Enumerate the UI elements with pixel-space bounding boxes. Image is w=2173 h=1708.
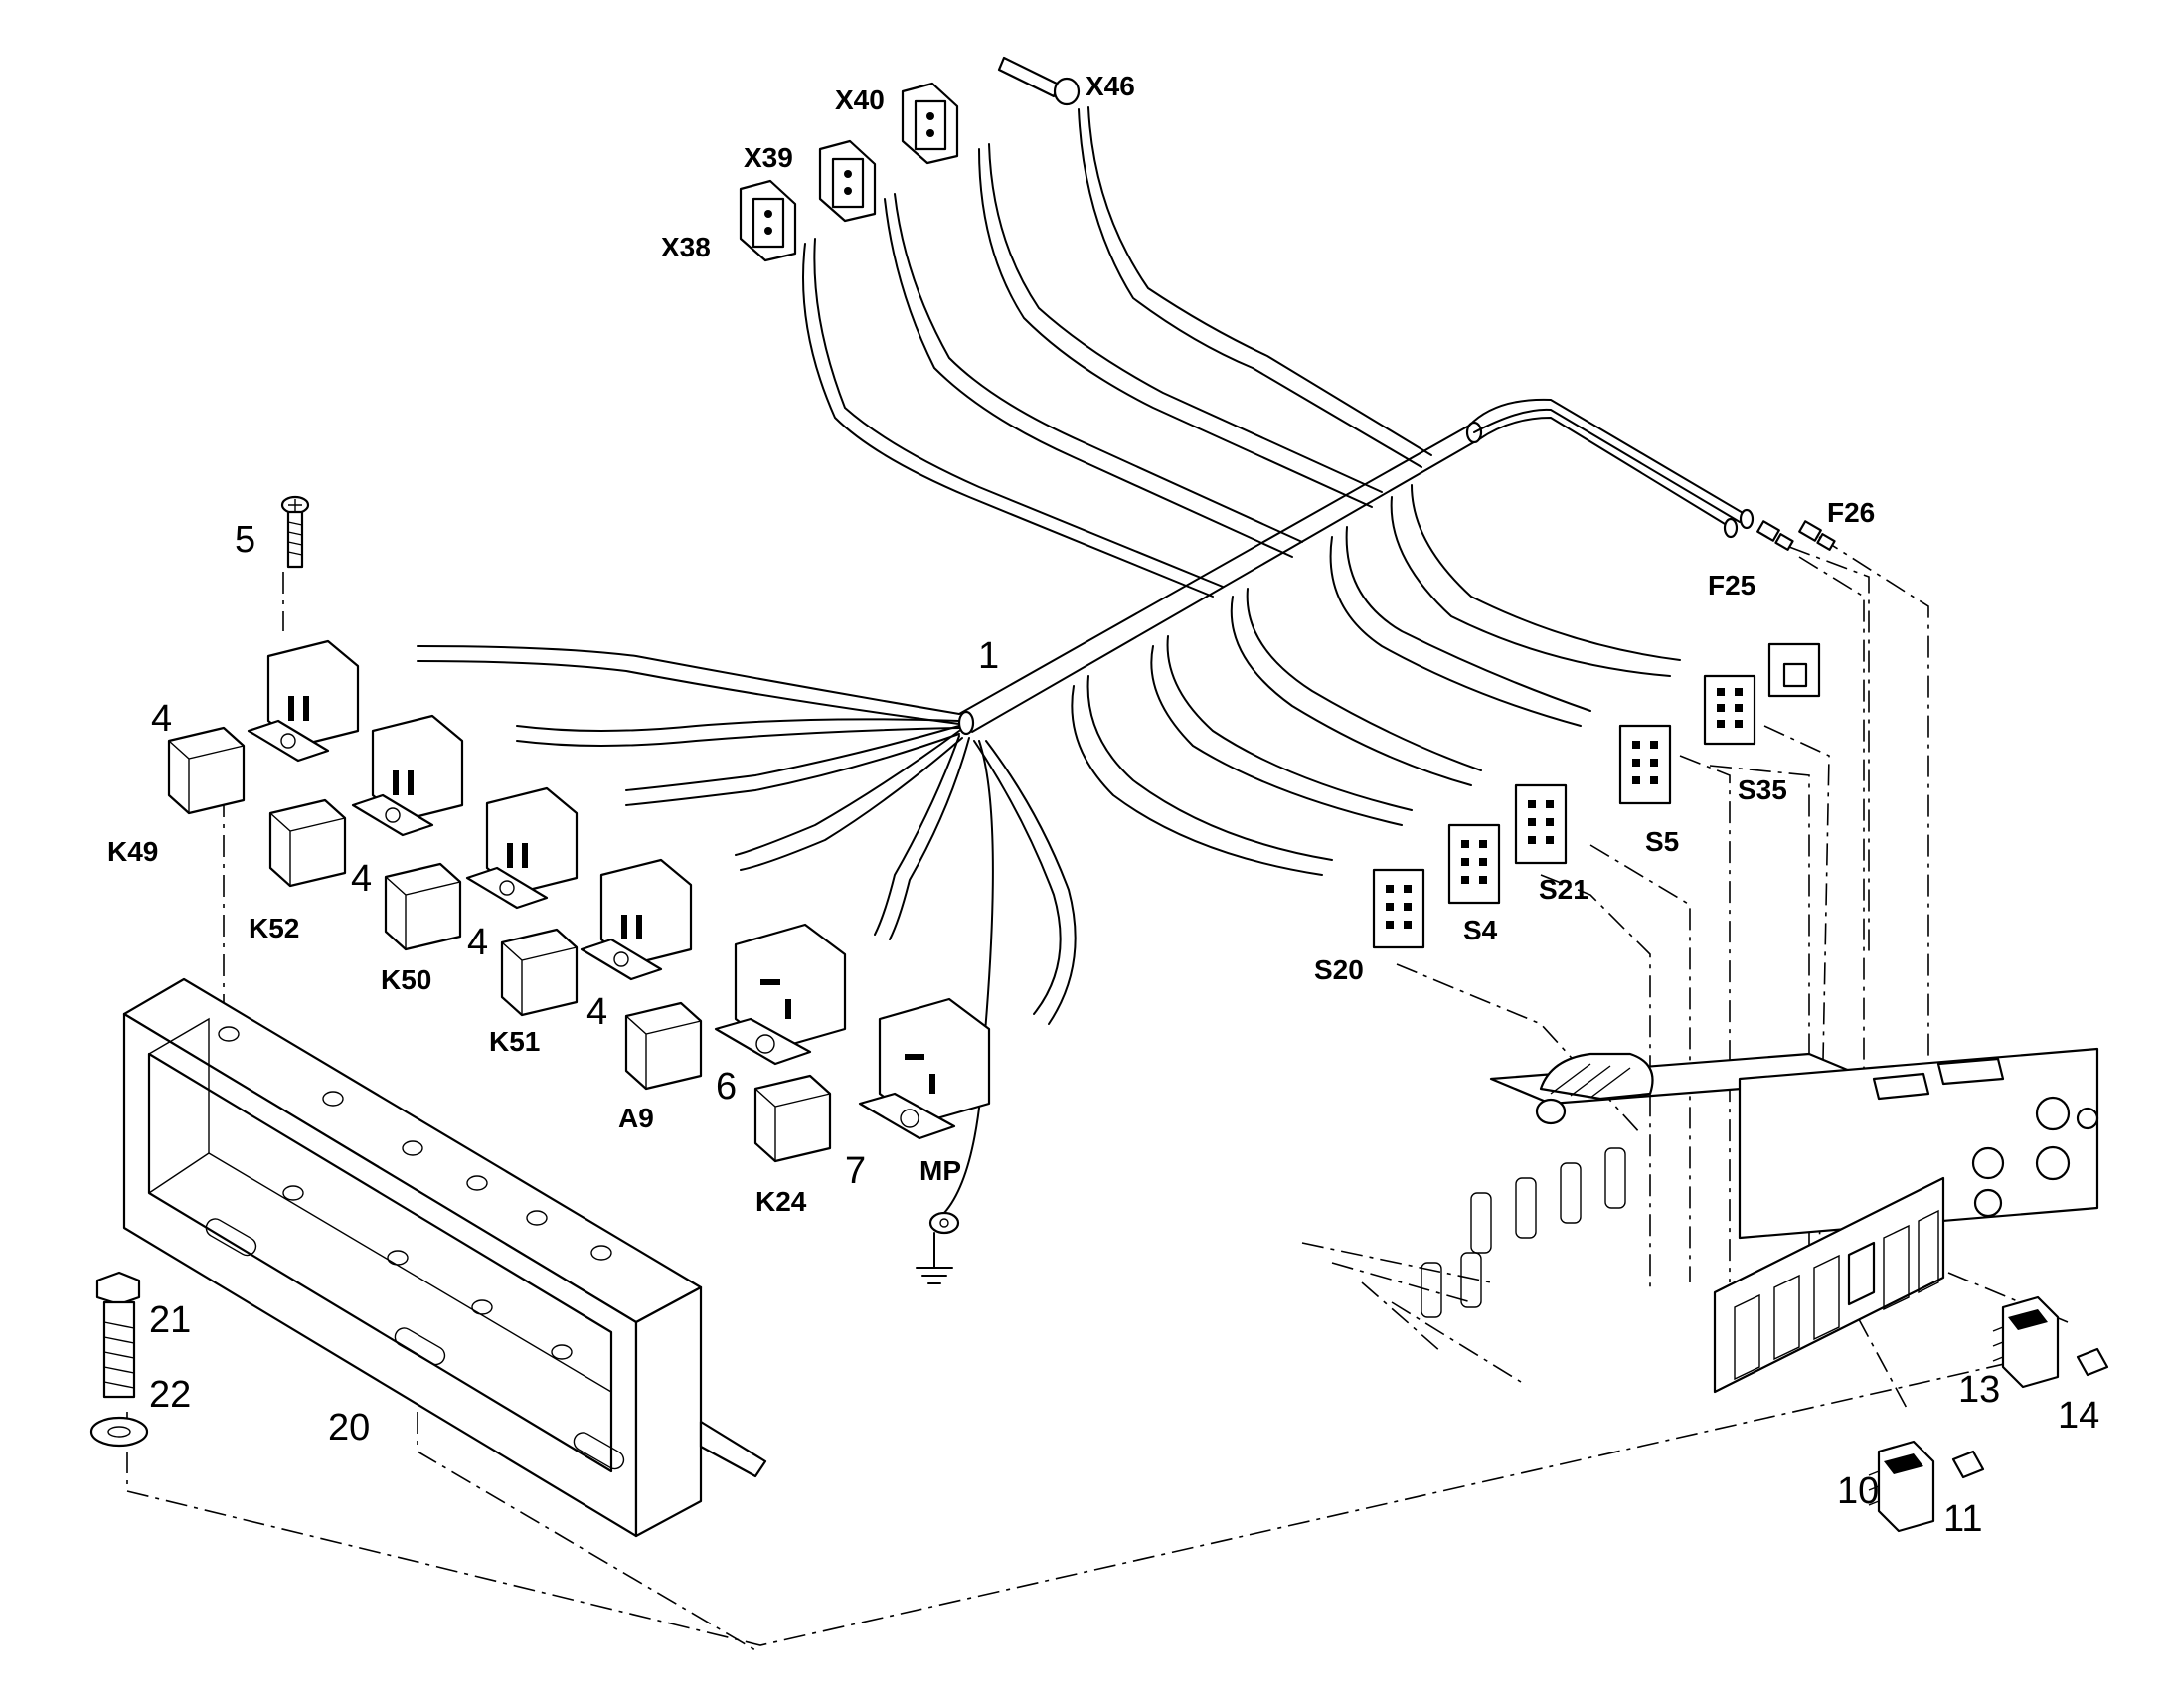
relay-label-k49: K49 [107,836,158,867]
connector-label-s5: S5 [1645,826,1679,857]
relay-socket-icon [714,923,847,1066]
connector-s21: S21 [1514,783,1588,905]
relay-k52: K52 [249,798,347,943]
relay-label-a9: A9 [618,1103,654,1133]
relay-socket-icon [580,858,693,981]
connector-x38: X38 [661,179,797,262]
callout-22: 22 [149,1374,191,1416]
rocker-switch-icon [1868,1440,1935,1533]
connector-x40: X40 [835,82,959,165]
connector-label-x40: X40 [835,85,885,115]
connector-label-s4: S4 [1463,915,1498,945]
switch-panel [1421,1047,2099,1394]
connector-label-x38: X38 [661,232,711,262]
connector-s35: S35 [1703,642,1821,805]
callout-20: 20 [328,1407,370,1449]
connector-label-x39: X39 [744,142,793,173]
connector-label-s21: S21 [1539,874,1588,905]
relay-k24: K24 [753,1074,832,1217]
relay-k51: K51 [489,928,579,1057]
relay-socket-icon [247,639,360,763]
ground-label-mp: MP [919,1155,961,1186]
harness-cables [417,106,1755,1214]
callout-6: 6 [716,1066,737,1108]
connector-s5: S5 [1618,724,1679,857]
callout-4d: 4 [586,991,607,1033]
connector-label-s20: S20 [1314,954,1364,985]
relay-socket-icon [351,714,464,837]
connector-x39: X39 [744,139,877,223]
screw-icon [280,495,310,569]
callout-numbers: 1 5 4 4 4 4 6 7 10 11 13 14 20 21 22 [149,519,2099,1540]
callout-10: 10 [1837,1470,1879,1512]
ground-symbol-icon: MP [916,1155,961,1284]
connector-label-f25: F25 [1708,570,1755,600]
connector-label-f26: F26 [1827,497,1875,528]
callout-11: 11 [1943,1498,1982,1540]
callout-14: 14 [2058,1395,2099,1437]
callout-7: 7 [845,1150,866,1192]
washer-icon [89,1416,149,1448]
connector-label-s35: S35 [1738,774,1787,805]
relay-a9: A9 [618,1001,703,1133]
relay-k49: K49 [107,726,246,867]
relay-label-k50: K50 [381,964,431,995]
connector-s4: S4 [1447,823,1501,945]
relay-label-k52: K52 [249,913,299,943]
switch-cover-14 [2076,1347,2109,1377]
callout-4c: 4 [467,922,488,963]
connector-x46: X46 [997,56,1135,106]
callout-13: 13 [1958,1369,2000,1411]
relay-socket-icon [858,997,991,1140]
connector-s20: S20 [1314,868,1425,985]
relay-socket-icon [465,786,579,910]
callout-1: 1 [978,635,999,677]
mounting-bracket [122,977,767,1538]
callout-21: 21 [149,1299,191,1341]
fuse-holders: F26 F25 [1708,497,1875,600]
relay-label-k51: K51 [489,1026,540,1057]
connector-label-x46: X46 [1086,71,1135,101]
relay-label-k24: K24 [755,1186,807,1217]
callout-4a: 4 [151,698,172,740]
switch-cover-11 [1951,1450,1985,1479]
relay-k50: K50 [381,862,462,995]
rocker-switch-icon [1992,1295,2060,1389]
callout-4b: 4 [351,858,372,900]
bolt-icon [95,1271,141,1399]
callout-5: 5 [235,519,255,561]
